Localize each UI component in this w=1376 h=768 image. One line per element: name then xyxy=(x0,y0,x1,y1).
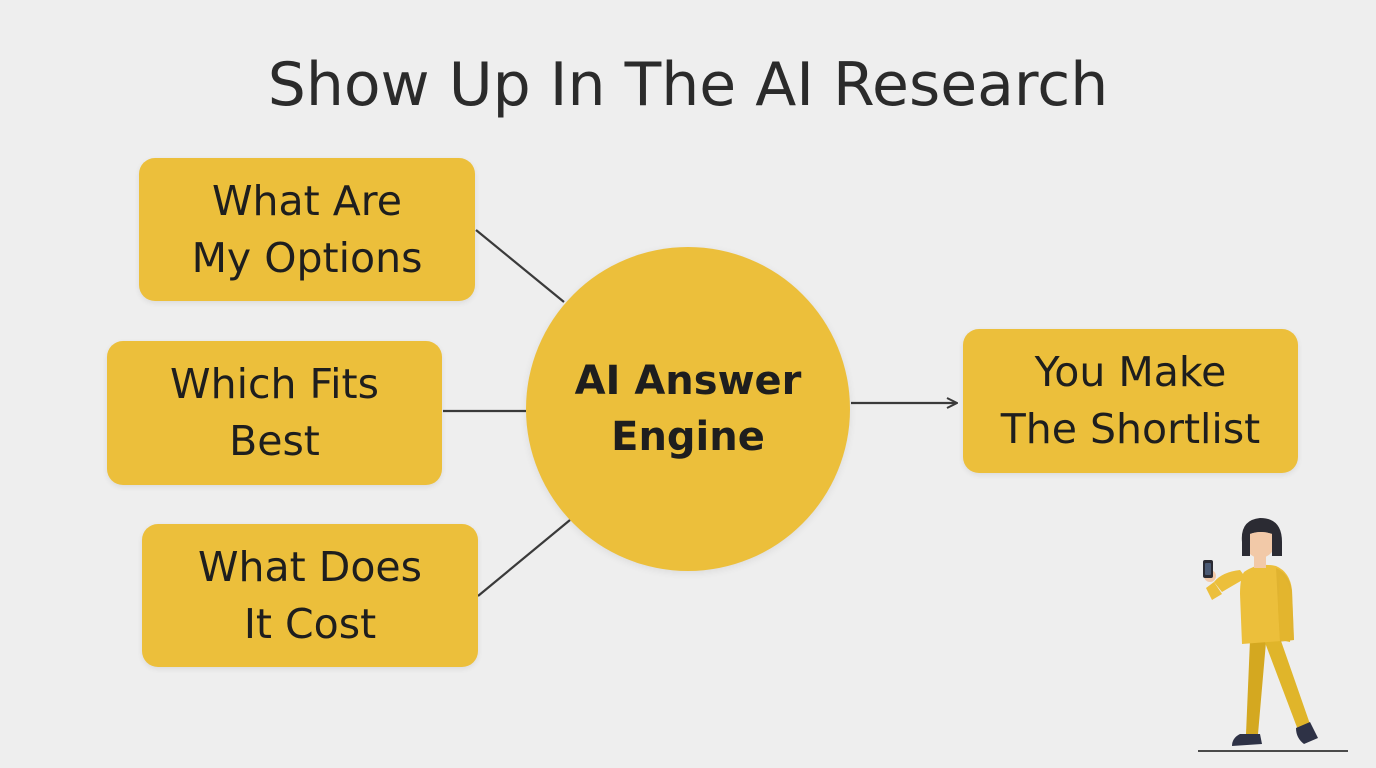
shortlist-box-line2: The Shortlist xyxy=(1000,405,1261,453)
question-box-fits-line1: Which Fits xyxy=(170,360,379,408)
question-box-fits-line2: Best xyxy=(229,417,320,465)
question-box-options: What Are My Options xyxy=(139,158,475,301)
question-box-cost-line2: It Cost xyxy=(243,599,377,648)
shortlist-box: You Make The Shortlist xyxy=(963,329,1298,473)
hub-label-line2: Engine xyxy=(611,414,765,460)
page-title: Show Up In The AI Research xyxy=(267,50,1109,120)
ai-answer-engine-hub: AI Answer Engine xyxy=(526,247,850,571)
hub-label-line1: AI Answer xyxy=(574,358,802,404)
question-box-cost-line1: What Does xyxy=(198,542,422,591)
shortlist-box-line1: You Make xyxy=(1034,348,1227,396)
person-with-phone-icon xyxy=(1198,518,1348,752)
connector-options-to-hub xyxy=(475,229,565,303)
question-box-cost: What Does It Cost xyxy=(142,524,478,667)
question-box-fits: Which Fits Best xyxy=(107,341,442,485)
question-box-options-line1: What Are xyxy=(212,176,402,225)
question-box-options-line2: My Options xyxy=(191,233,423,282)
connector-cost-to-hub xyxy=(477,519,571,597)
